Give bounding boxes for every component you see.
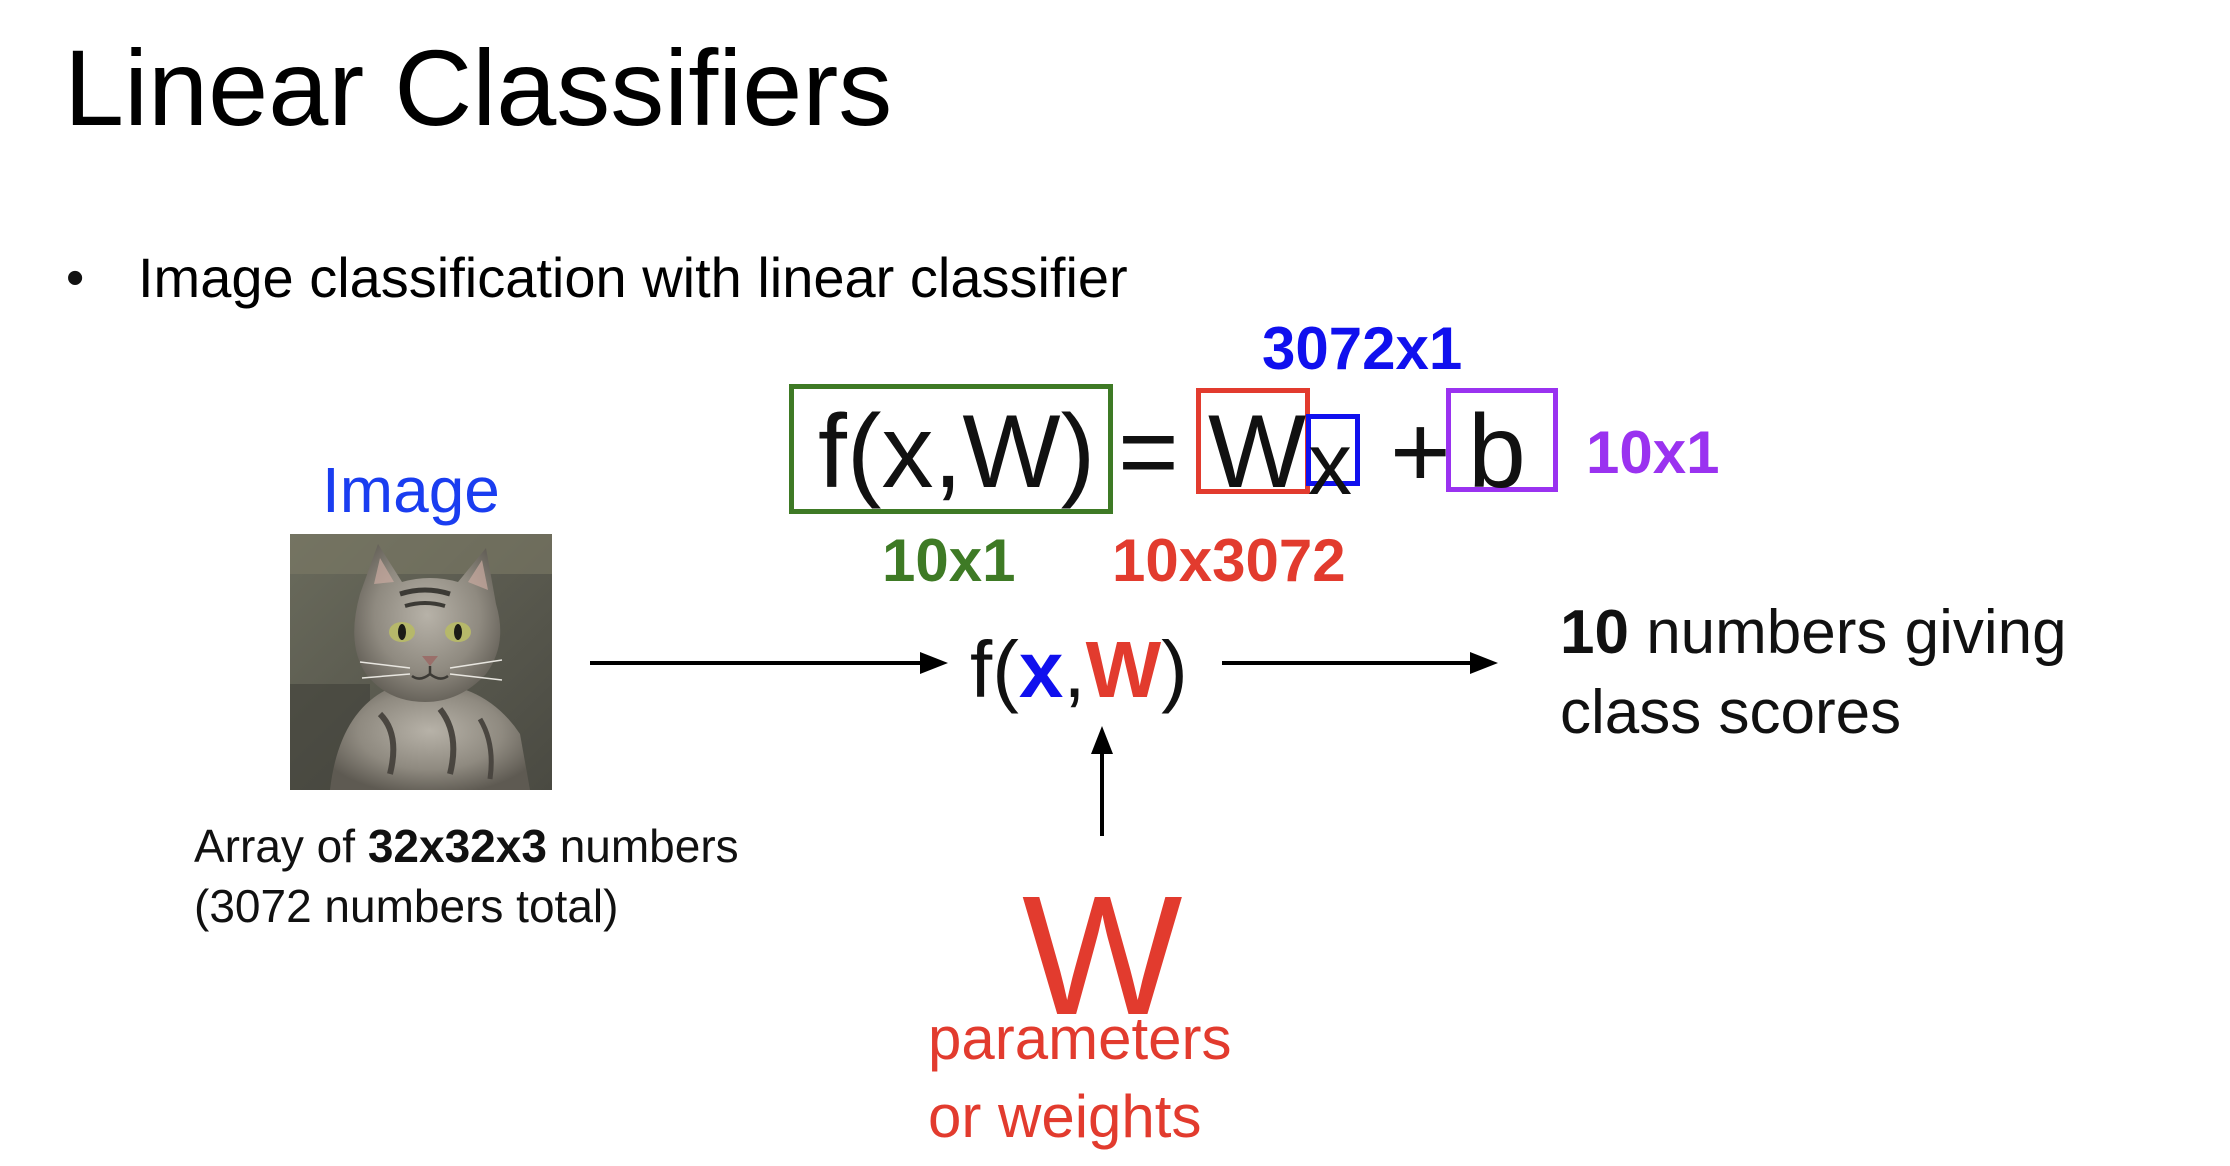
image-label: Image bbox=[322, 454, 500, 526]
bullet-dot: • bbox=[66, 249, 85, 307]
equation-equals: = bbox=[1118, 394, 1179, 510]
arrow-image-to-function bbox=[590, 652, 948, 674]
function-expression: f(x,W) bbox=[970, 625, 1188, 714]
output-line2: class scores bbox=[1560, 678, 1902, 747]
equation-plus: + bbox=[1390, 394, 1451, 510]
params-line1: parameters bbox=[928, 1005, 1232, 1072]
bullet-text: Image classification with linear classif… bbox=[138, 246, 1128, 309]
weights-symbol: W bbox=[1022, 861, 1183, 1051]
box-f bbox=[789, 384, 1113, 514]
array-description: Array of 32x32x3 numbers bbox=[194, 820, 739, 872]
array-total: (3072 numbers total) bbox=[194, 880, 619, 932]
dim-label-x: 3072x1 bbox=[1262, 315, 1463, 382]
arrow-function-to-scores bbox=[1222, 652, 1498, 674]
equation-b: b bbox=[1468, 394, 1526, 510]
dim-label-W: 10x3072 bbox=[1112, 527, 1346, 594]
equation-x: x bbox=[1308, 414, 1352, 513]
cat-photo bbox=[290, 534, 552, 790]
box-x bbox=[1306, 414, 1360, 486]
dim-label-b: 10x1 bbox=[1586, 419, 1720, 486]
params-line2: or weights bbox=[928, 1083, 1202, 1150]
box-b bbox=[1446, 388, 1558, 492]
equation-lhs: f(x,W) bbox=[818, 394, 1096, 510]
slide-title: Linear Classifiers bbox=[64, 27, 893, 148]
dim-label-f: 10x1 bbox=[882, 527, 1016, 594]
output-line1: 10 numbers giving bbox=[1560, 598, 2067, 667]
equation-W: W bbox=[1208, 394, 1307, 510]
arrow-weights-to-function bbox=[1091, 726, 1113, 836]
